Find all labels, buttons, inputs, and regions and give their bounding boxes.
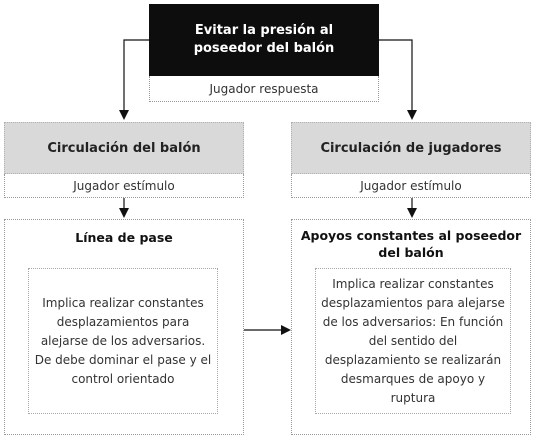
top-node-subtitle-text: Jugador respuesta — [209, 81, 319, 96]
top-node-title-text: Evitar la presión al poseedor del balón — [193, 23, 335, 56]
right-panel-description: Implica realizar constantes desplazamien… — [315, 268, 511, 414]
right-panel — [291, 219, 531, 435]
left-panel-description-text: Implica realizar constantes desplazamien… — [34, 295, 212, 386]
top-node-title: Evitar la presión al poseedor del balón — [149, 4, 379, 76]
left-panel-description: Implica realizar constantes desplazamien… — [28, 268, 218, 414]
left-node-subtitle-text: Jugador estímulo — [73, 178, 175, 193]
left-panel-title: Línea de pase — [75, 230, 173, 245]
left-panel — [4, 219, 244, 435]
arrow-top-to-right — [379, 39, 417, 120]
left-node-subtitle: Jugador estímulo — [4, 174, 244, 198]
left-node-header-text: Circulación del balón — [47, 140, 201, 156]
right-node-subtitle: Jugador estímulo — [291, 174, 531, 198]
right-panel-title: Apoyos constantes al poseedor del balón — [300, 228, 522, 260]
left-node-header: Circulación del balón — [4, 122, 244, 174]
right-node-header-text: Circulación de jugadores — [320, 140, 502, 156]
top-node-subtitle: Jugador respuesta — [149, 76, 379, 102]
right-panel-description-text: Implica realizar constantes desplazamien… — [321, 276, 505, 405]
arrow-top-to-left — [119, 39, 149, 120]
right-node-header: Circulación de jugadores — [291, 122, 531, 174]
right-node-subtitle-text: Jugador estímulo — [360, 178, 462, 193]
